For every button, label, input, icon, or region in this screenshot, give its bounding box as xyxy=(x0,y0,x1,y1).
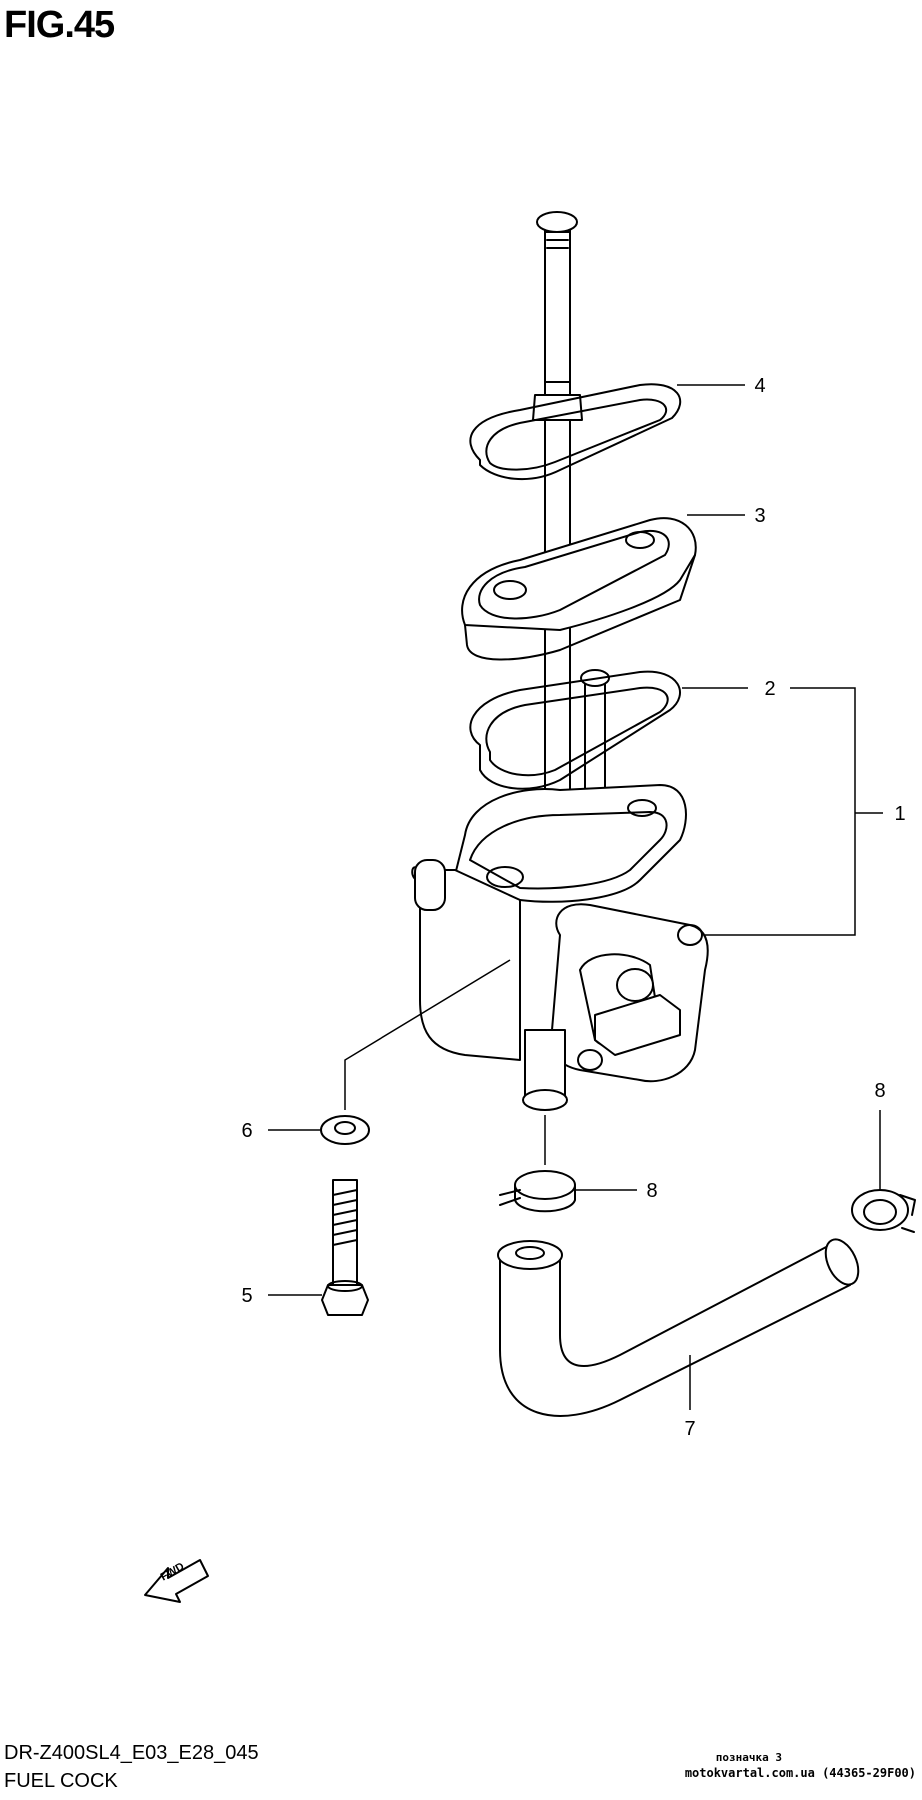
o-ring-4-part xyxy=(469,383,682,481)
watermark-line-1: позначка 3 xyxy=(715,1751,782,1764)
callout-8b: 8 xyxy=(874,1080,886,1102)
callout-2: 2 xyxy=(764,678,776,700)
callout-7: 7 xyxy=(684,1418,696,1440)
callout-1: 1 xyxy=(894,803,906,825)
o-ring-2-part xyxy=(469,670,681,790)
bolt-5-part xyxy=(321,1179,369,1316)
watermark-line-2: motokvartal.com.ua (44365-29F00) xyxy=(684,1766,916,1780)
gasket-3-part xyxy=(461,517,697,661)
leader-lines xyxy=(268,384,883,1410)
fuel-hose-7-part xyxy=(497,1238,860,1417)
fwd-arrow-icon xyxy=(144,1559,209,1603)
callout-5: 5 xyxy=(241,1285,253,1307)
model-code: DR-Z400SL4_E03_E28_045 xyxy=(4,1742,259,1764)
callout-3: 3 xyxy=(754,505,766,527)
callout-8a: 8 xyxy=(646,1180,658,1202)
callout-4: 4 xyxy=(754,375,766,397)
figure-title: FIG.45 xyxy=(4,4,115,46)
callout-6: 6 xyxy=(241,1120,253,1142)
washer-6-part xyxy=(320,1115,370,1145)
fuel-cock-assembly-part xyxy=(411,211,709,1111)
figure-name: FUEL COCK xyxy=(4,1770,118,1792)
clamp-8b-part xyxy=(851,1189,916,1233)
clamp-8a-part xyxy=(499,1170,576,1213)
